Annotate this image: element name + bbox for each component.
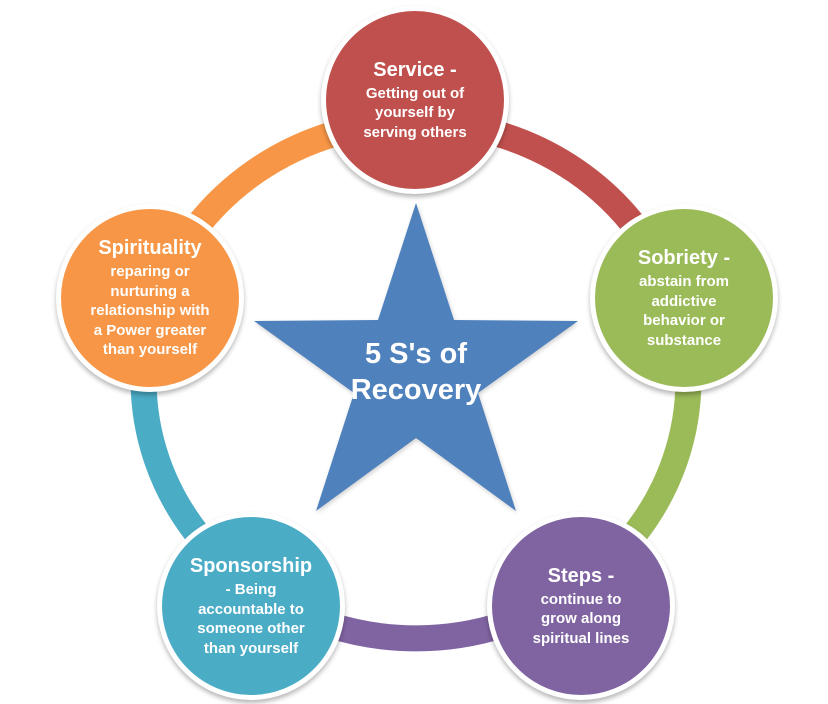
node-sponsorship-title: Sponsorship bbox=[189, 555, 313, 577]
node-spirituality-title: Spirituality bbox=[98, 237, 202, 260]
node-steps: Steps - continue to grow along spiritual… bbox=[487, 512, 675, 700]
node-spirituality: Spirituality reparing or nurturing a rel… bbox=[56, 204, 244, 392]
node-service-desc: Getting out of yourself by serving other… bbox=[363, 84, 467, 141]
star-icon bbox=[254, 203, 578, 511]
node-sobriety-title: Sobriety - bbox=[637, 247, 731, 269]
node-sobriety: Sobriety - abstain from addictive behavi… bbox=[590, 204, 778, 392]
node-spirituality-desc: reparing or nurturing a relationship wit… bbox=[90, 263, 210, 359]
center-label: 5 S's of Recovery bbox=[350, 338, 482, 406]
node-sponsorship: Sponsorship - Being accountable to someo… bbox=[157, 512, 345, 700]
node-steps-desc: continue to grow along spiritual lines bbox=[532, 590, 630, 647]
node-steps-title: Steps - bbox=[547, 564, 615, 587]
node-service-title: Service - bbox=[373, 58, 457, 81]
node-sponsorship-desc: - Being accountable to someone other tha… bbox=[197, 581, 305, 657]
node-service: Service - Getting out of yourself by ser… bbox=[321, 6, 509, 194]
node-sobriety-desc: abstain from addictive behavior or subst… bbox=[638, 273, 729, 349]
